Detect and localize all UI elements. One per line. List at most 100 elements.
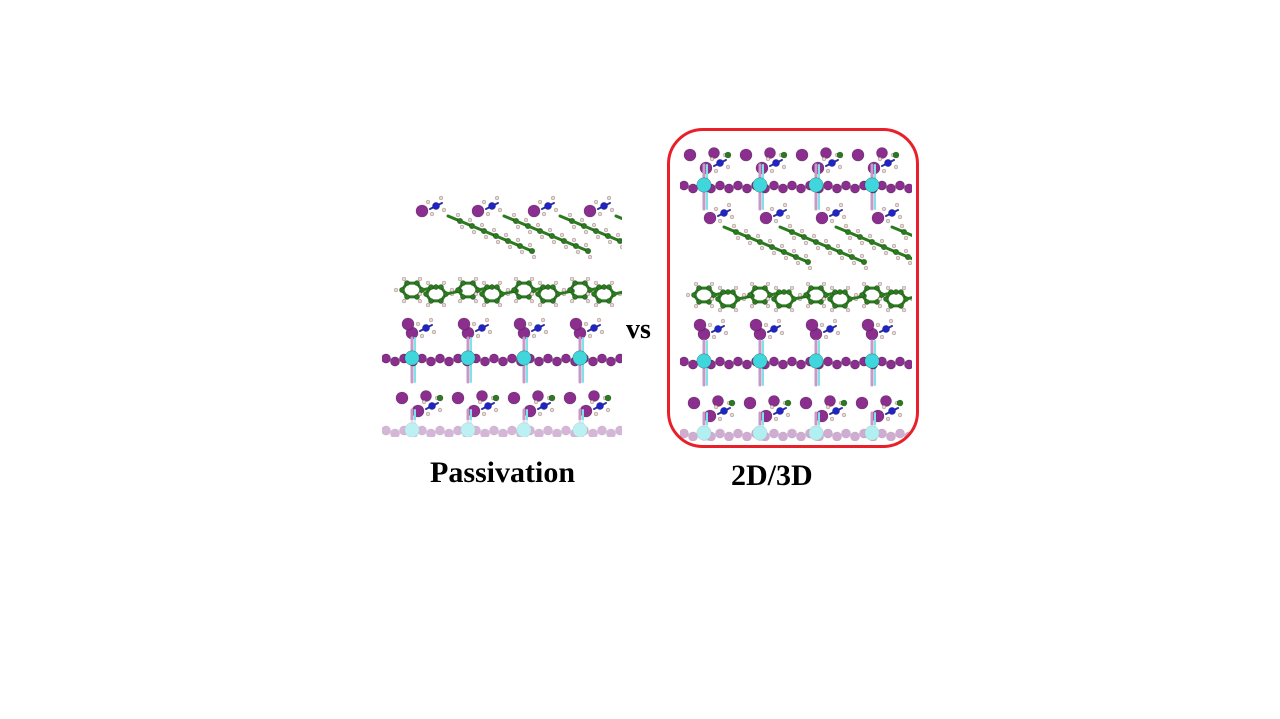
hydrogen-atom: [861, 281, 867, 287]
halide-atom: [457, 317, 471, 331]
hydrogen-atom: [527, 321, 533, 327]
halide-atom: [715, 180, 725, 191]
lead-atom: [516, 350, 532, 366]
hydrogen-atom: [497, 207, 503, 213]
nitrogen-atom: [540, 402, 548, 410]
hydrogen-atom: [485, 211, 491, 217]
hydrogen-atom: [505, 287, 511, 293]
hydrogen-atom: [779, 243, 785, 249]
carbon-atom: [572, 280, 578, 286]
lead-atom: [696, 177, 712, 193]
hydrogen-atom: [879, 238, 885, 244]
halide-atom: [523, 404, 537, 418]
halide-atom: [688, 359, 698, 370]
hydrogen-atom: [861, 303, 867, 309]
hydrogen-atom: [765, 281, 771, 287]
nitrogen-atom: [716, 159, 724, 167]
carbon-atom: [706, 299, 712, 305]
halide-atom: [739, 148, 753, 162]
hydrogen-atom: [807, 265, 813, 271]
hydrogen-atom: [537, 280, 543, 286]
carbon-atom: [428, 298, 434, 304]
hydrogen-atom: [891, 330, 897, 336]
halide-atom: [561, 353, 571, 364]
hydrogen-atom: [769, 206, 775, 212]
hydrogen-atom: [769, 404, 775, 410]
nitrogen-atom: [590, 324, 598, 332]
hydrogen-atom: [847, 235, 853, 241]
nitrogen-atom: [776, 407, 784, 415]
hydrogen-atom: [473, 298, 479, 304]
halide-atom: [527, 204, 541, 218]
carbon-atom: [535, 291, 541, 297]
hydrogen-atom: [835, 243, 841, 249]
hydrogen-atom: [899, 223, 905, 229]
hydrogen-atom: [605, 407, 611, 413]
carbon-atom: [808, 299, 814, 305]
hydrogen-atom: [550, 195, 556, 201]
hydrogen-atom: [481, 411, 487, 417]
halide-atom: [480, 356, 490, 367]
hydrogen-atom: [567, 212, 573, 218]
halide-atom: [451, 391, 465, 405]
hydrogen-atom: [859, 240, 865, 246]
hydrogen-atom: [779, 330, 785, 336]
hydrogen-atom: [713, 168, 719, 174]
carbon-atom: [494, 284, 500, 290]
carbon-atom: [803, 292, 809, 298]
halide-atom: [759, 211, 773, 225]
carbon-atom: [528, 247, 536, 255]
hydrogen-atom: [685, 292, 691, 298]
hydrogen-atom: [845, 307, 851, 313]
hydrogen-atom: [475, 333, 481, 339]
nitrogen-atom: [828, 159, 836, 167]
hydrogen-atom: [782, 202, 788, 208]
hydrogen-atom: [609, 280, 615, 286]
hydrogen-atom: [885, 307, 891, 313]
halide-atom: [579, 404, 593, 418]
carbon-atom: [470, 280, 476, 286]
hydrogen-atom: [791, 248, 797, 254]
carbon-atom: [604, 394, 612, 402]
halide-atom: [799, 396, 813, 410]
hydrogen-atom: [596, 317, 602, 323]
halide-atom: [588, 390, 600, 402]
hydrogen-atom: [484, 317, 490, 323]
halide-atom: [724, 359, 734, 370]
hydrogen-atom: [893, 164, 899, 170]
hydrogen-atom: [587, 254, 593, 260]
carbon-atom: [864, 285, 870, 291]
hydrogen-atom: [575, 249, 581, 255]
carbon-atom: [428, 284, 434, 290]
hydrogen-atom: [569, 298, 575, 304]
hydrogen-atom: [803, 253, 809, 259]
hydrogen-atom: [825, 168, 831, 174]
nitrogen-atom: [720, 407, 728, 415]
hydrogen-atom: [881, 404, 887, 410]
carbon-atom: [596, 284, 602, 290]
hydrogen-atom: [815, 245, 821, 251]
carbon-atom: [526, 280, 532, 286]
hydrogen-atom: [595, 234, 601, 240]
hydrogen-atom: [829, 416, 835, 422]
carbon-atom: [818, 285, 824, 291]
hydrogen-atom: [571, 237, 577, 243]
hydrogen-atom: [547, 227, 553, 233]
carbon-atom: [780, 151, 788, 159]
carbon-atom: [548, 394, 556, 402]
hydrogen-atom: [531, 254, 537, 260]
hydrogen-atom: [515, 224, 521, 230]
hydrogen-atom: [765, 303, 771, 309]
hydrogen-atom: [539, 234, 545, 240]
halide-atom: [513, 317, 527, 331]
hydrogen-atom: [609, 302, 615, 308]
carbon-atom: [747, 292, 753, 298]
halide-atom: [769, 180, 779, 191]
hydrogen-atom: [513, 298, 519, 304]
nitrogen-atom: [488, 202, 496, 210]
hydrogen-atom: [585, 298, 591, 304]
hydrogen-atom: [607, 239, 613, 245]
halide-atom: [815, 211, 829, 225]
hydrogen-atom: [561, 287, 567, 293]
carbon-atom: [696, 285, 702, 291]
